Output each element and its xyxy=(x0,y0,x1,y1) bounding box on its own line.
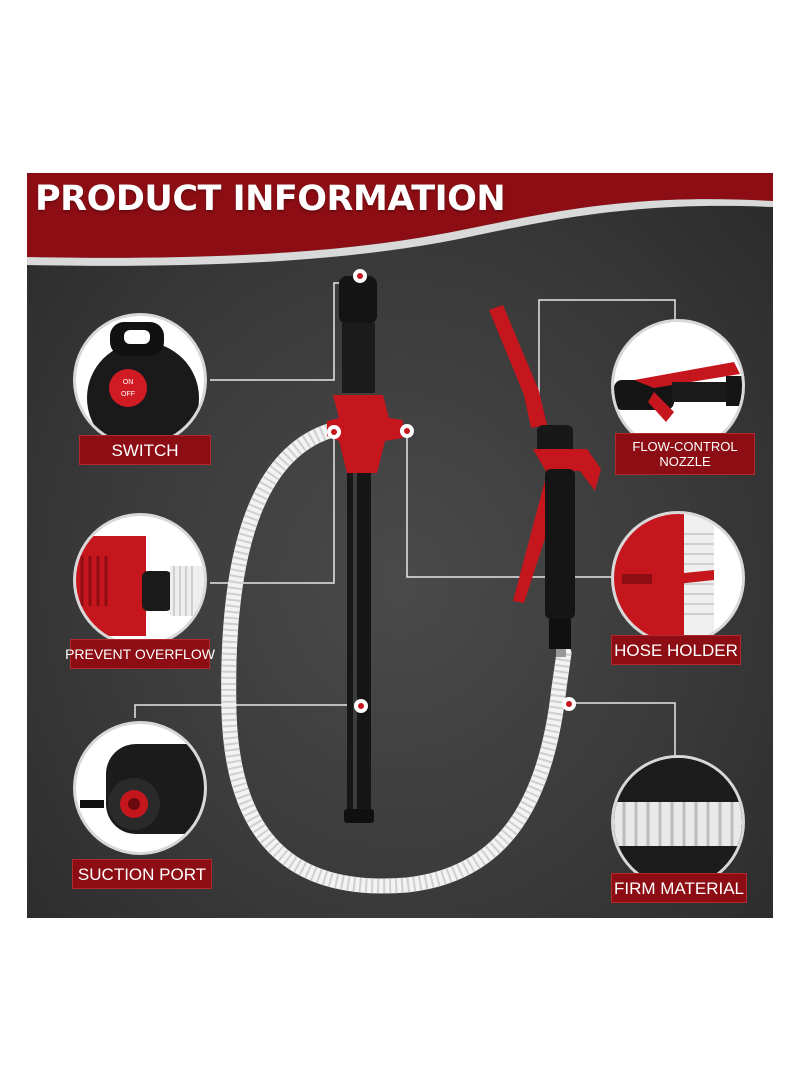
flow-control-detail-image xyxy=(611,319,745,453)
prevent-overflow-label: PREVENT OVERFLOW xyxy=(65,639,215,669)
marker-dot xyxy=(562,697,576,711)
pump-illustration xyxy=(221,276,601,894)
switch-off-text: OFF xyxy=(121,391,135,398)
switch-on-text: ON xyxy=(123,379,134,386)
suction-port-icon xyxy=(80,744,204,834)
nozzle-trigger-icon xyxy=(614,362,742,422)
marker-dot xyxy=(400,424,414,438)
corrugated-hose-icon xyxy=(614,758,742,886)
hose-holder-label: HOSE HOLDER xyxy=(611,635,741,665)
firm-material-label: FIRM MATERIAL xyxy=(611,873,747,903)
flow-control-label-line1: FLOW-CONTROL xyxy=(632,439,738,454)
prevent-overflow-detail-image xyxy=(73,513,207,647)
banner-title: PRODUCT INFORMATION xyxy=(35,179,506,219)
marker-dot xyxy=(353,269,367,283)
hose-holder-detail-image xyxy=(611,511,745,645)
overflow-valve-icon xyxy=(76,536,204,636)
hose-clip-icon xyxy=(614,514,714,642)
flow-control-label: FLOW-CONTROL NOZZLE xyxy=(615,433,755,475)
suction-port-label: SUCTION PORT xyxy=(72,859,212,889)
banner-shape xyxy=(27,173,773,266)
flow-control-label-line2: NOZZLE xyxy=(659,454,711,469)
suction-port-detail-image xyxy=(73,721,207,855)
firm-material-detail-image xyxy=(611,755,745,889)
switch-label: SWITCH xyxy=(79,435,211,465)
marker-dot xyxy=(354,699,368,713)
switch-detail-image: ON OFF xyxy=(73,313,207,447)
product-info-panel: PRODUCT INFORMATION xyxy=(27,173,773,918)
power-switch-icon: ON OFF xyxy=(87,322,199,444)
marker-dot xyxy=(327,425,341,439)
